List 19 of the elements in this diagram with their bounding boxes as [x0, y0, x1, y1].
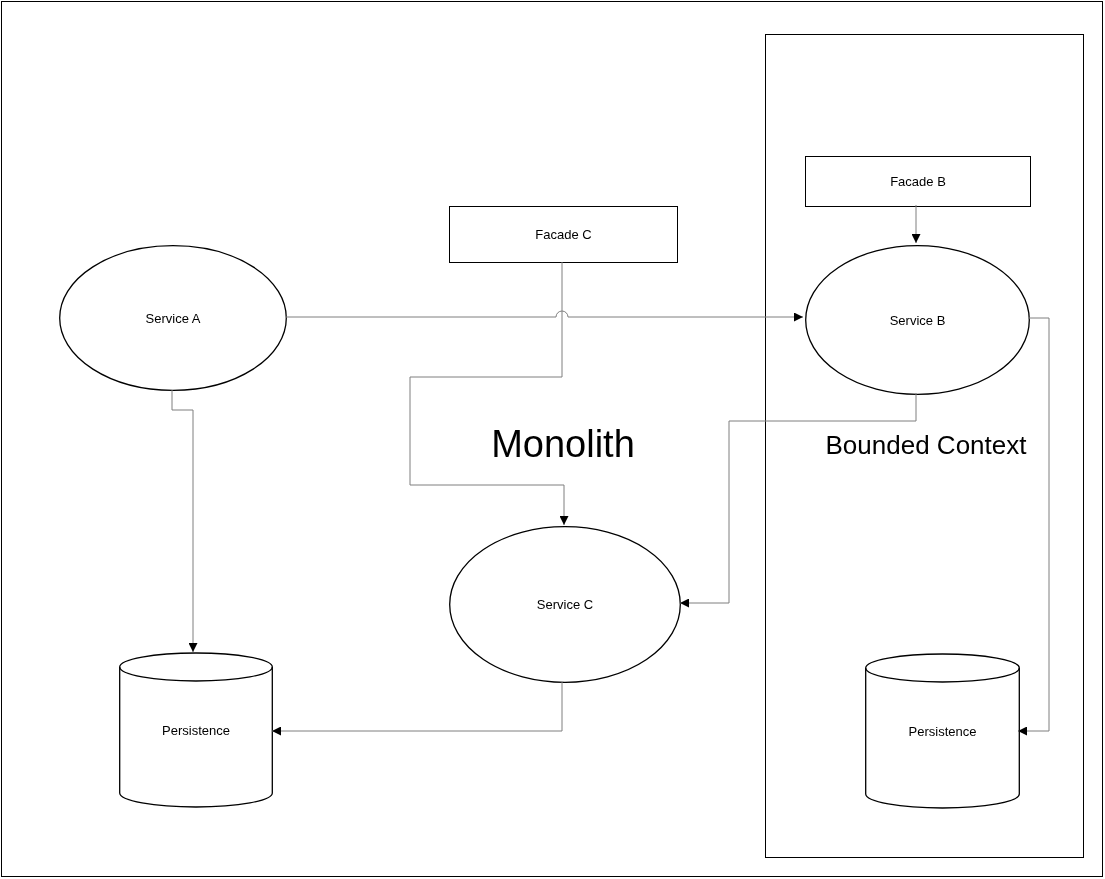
- rectangle-box: [765, 34, 1084, 858]
- node-label: Facade C: [535, 227, 592, 242]
- title-label: Bounded Context: [825, 429, 1027, 461]
- connector-arrow: [1017, 317, 1050, 736]
- node-label: Service C: [536, 597, 594, 612]
- node-label: Facade B: [890, 174, 946, 189]
- node-label: Service A: [145, 310, 201, 326]
- node-label: Persistence: [162, 722, 230, 738]
- rectangle-box: [805, 156, 1031, 207]
- connector-arrow: [679, 392, 917, 608]
- node-label: Persistence: [908, 723, 977, 739]
- connector-arrow: [271, 681, 563, 736]
- node-label: Service B: [889, 312, 946, 328]
- connector-arrow: [285, 310, 804, 322]
- connector-arrow: [409, 261, 569, 526]
- connector-arrow: [171, 389, 198, 653]
- connector-arrow: [911, 204, 921, 244]
- title-label: Monolith: [491, 422, 635, 466]
- rectangle-box: [449, 206, 678, 263]
